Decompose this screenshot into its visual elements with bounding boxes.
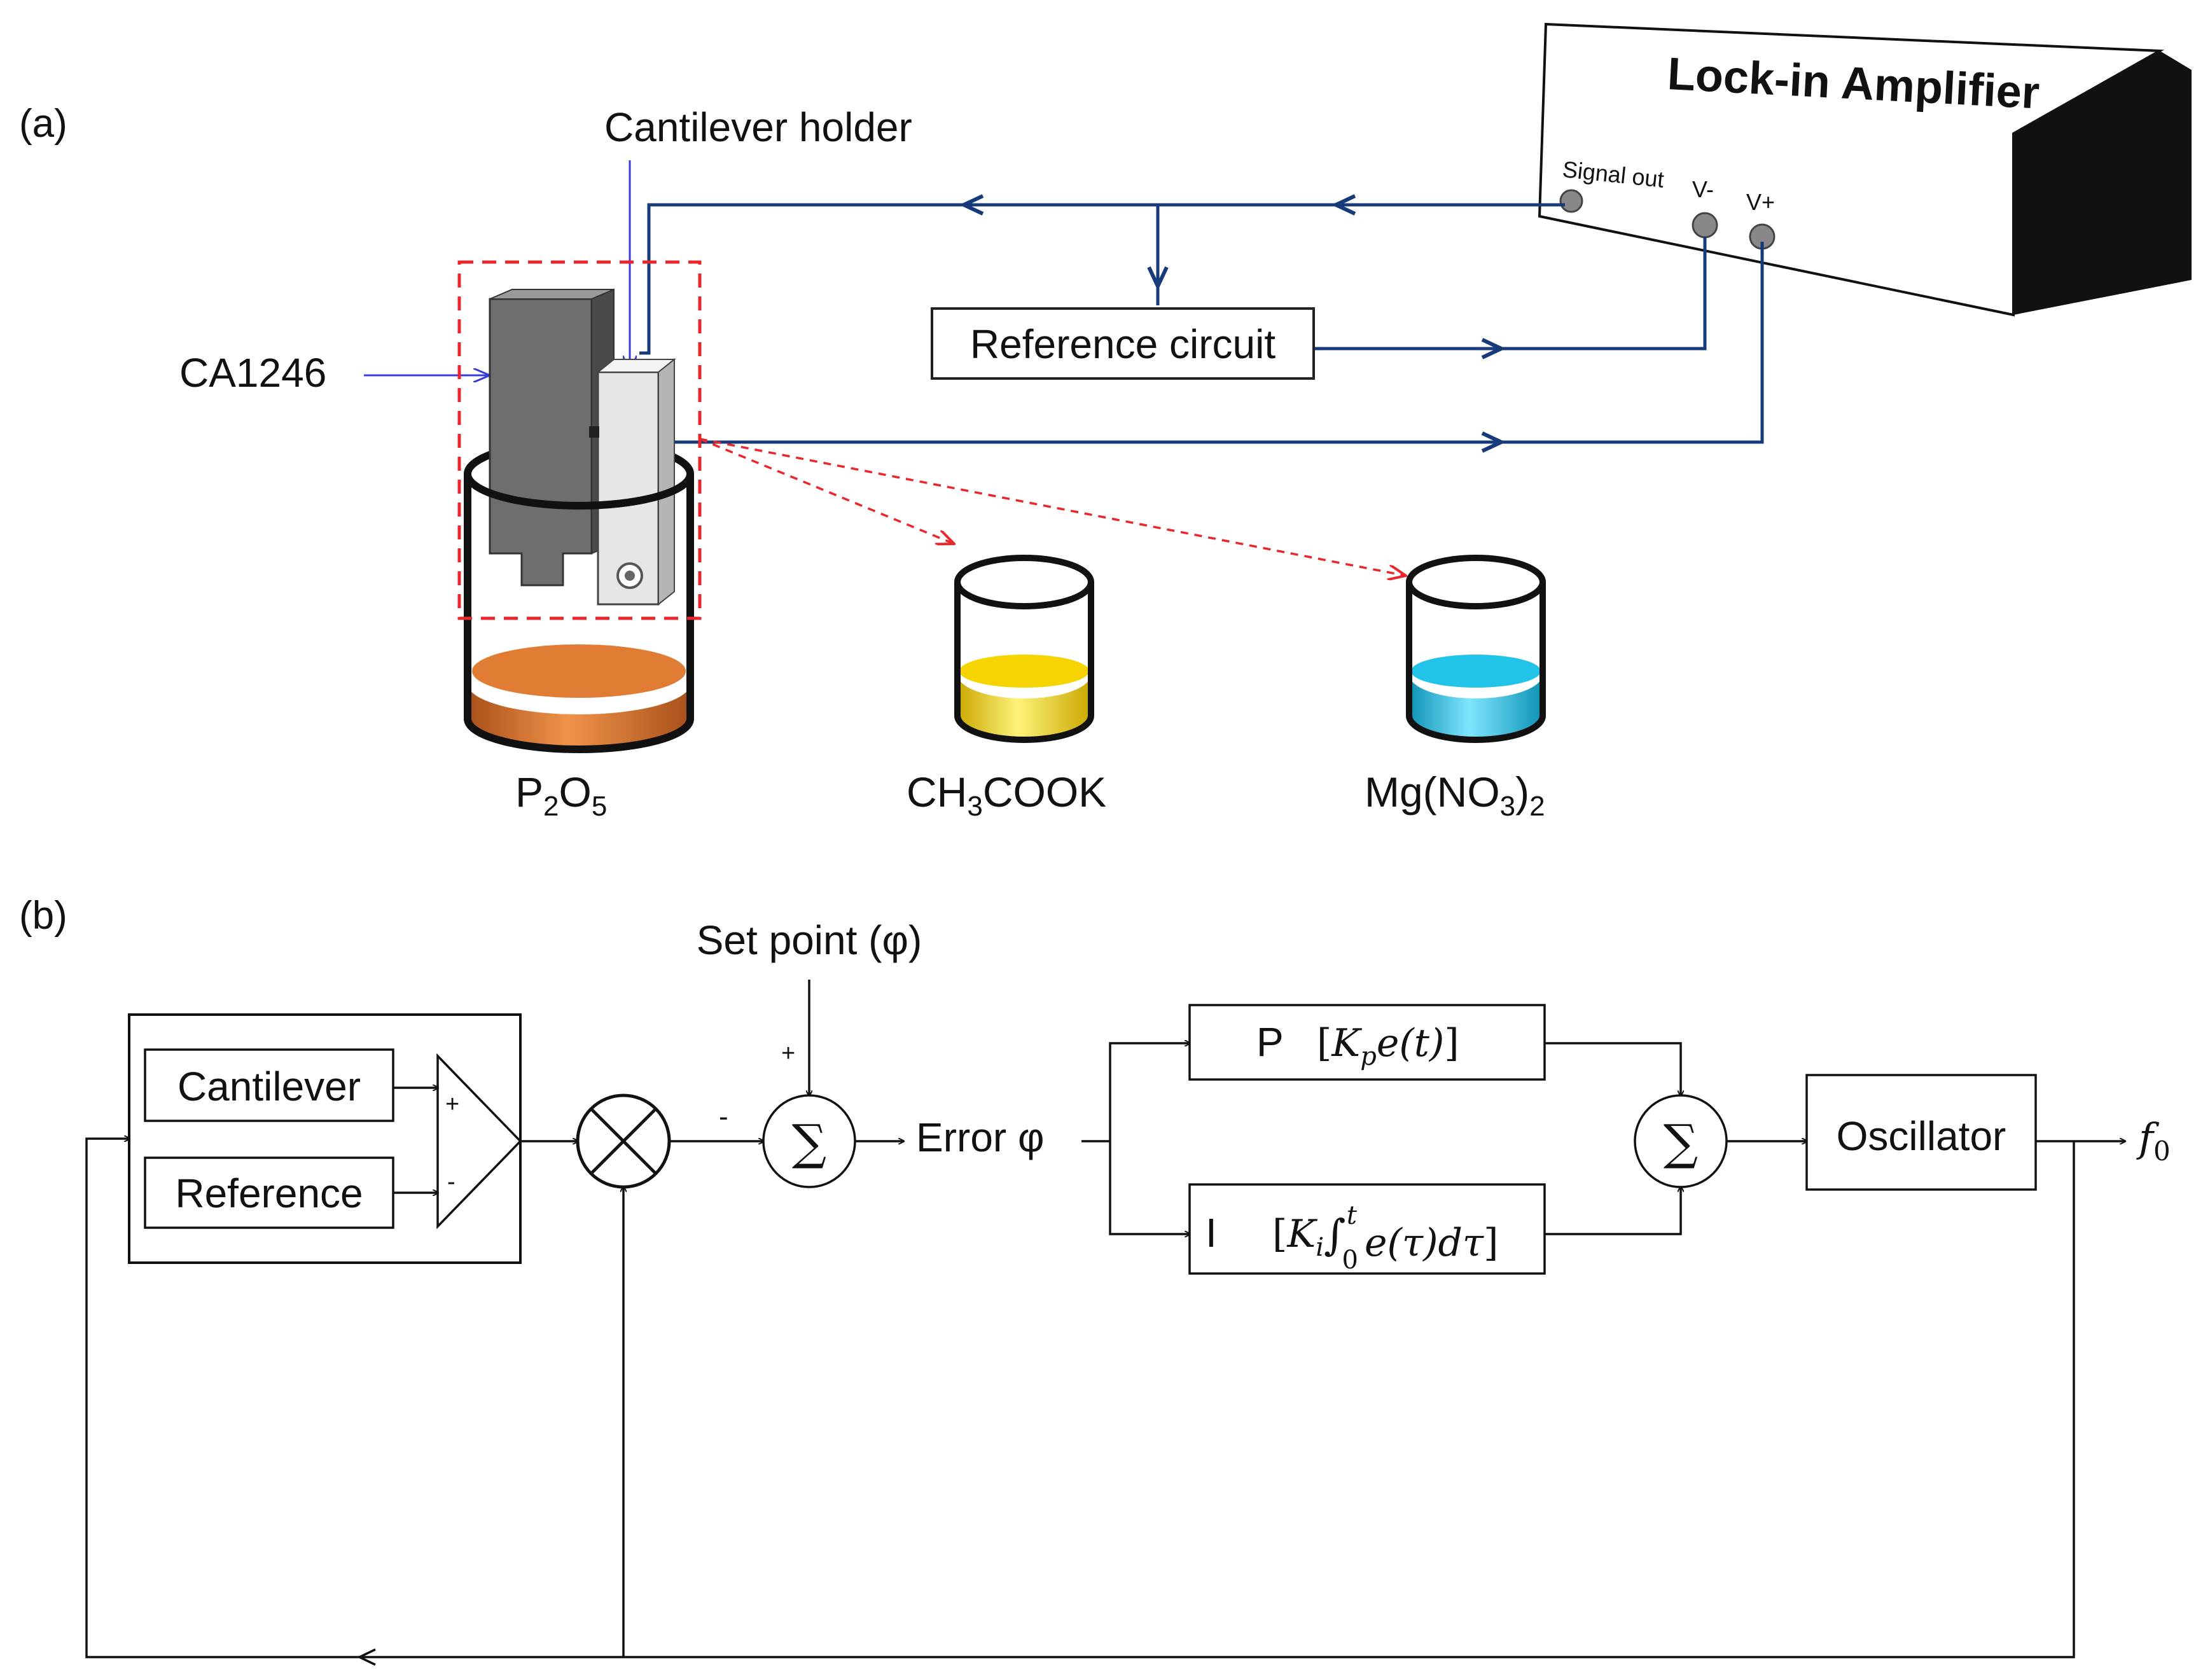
i-block-formula: [Ki∫0te(τ)dτ] (1272, 1201, 1499, 1275)
sensor-dashed-box (457, 260, 702, 620)
output-f0: f0 (2136, 1114, 2171, 1167)
label-mgno32: Mg(NO3)2 (1365, 768, 1545, 822)
beaker-mgno32 (1406, 555, 1546, 743)
p-block-formula: [Kpe(t)] (1317, 1021, 1459, 1071)
multiplier-node (576, 1093, 671, 1189)
p-block-label: P (1256, 1019, 1284, 1065)
v-minus-port (1692, 212, 1718, 239)
panel-a-tag: (a) (19, 102, 67, 146)
v-minus-label: V- (1692, 176, 1714, 202)
sum-junction-1 (762, 1094, 856, 1188)
dashed-arrow-ch3cook (699, 438, 954, 544)
feedback-arrowhead (356, 1648, 376, 1666)
diff-amp-minus: - (447, 1169, 455, 1195)
lock-in-amplifier: Lock-in Amplifier Signal out V- V+ (1538, 22, 2192, 317)
set-point-label: Set point (φ) (697, 917, 922, 963)
sum-junction-2-sigma: ∑ (1664, 1114, 1698, 1170)
label-ch3cook: CH3COOK (907, 768, 1106, 822)
cantilever-holder-label: Cantilever holder (604, 104, 912, 150)
oscillator-label: Oscillator (1837, 1113, 2006, 1159)
sum-junction-2 (1634, 1094, 1728, 1188)
beaker-p2o5 (457, 260, 702, 753)
reference-block (144, 1156, 394, 1229)
reference-label: Reference (175, 1170, 363, 1216)
p-block (1188, 1004, 1546, 1081)
cantilever-block (144, 1048, 394, 1122)
i-block (1188, 1183, 1546, 1275)
reference-circuit-box (931, 307, 1315, 380)
wire-arrows (959, 194, 1506, 453)
oscillator-block (1805, 1074, 2037, 1191)
signal-out-port (1559, 189, 1583, 213)
sum-junction-1-sigma: ∑ (792, 1114, 826, 1170)
error-label: Error φ (916, 1114, 1045, 1160)
diff-amp-plus: + (445, 1091, 459, 1118)
beaker-ch3cook (954, 555, 1094, 743)
diff-amp-triangle (436, 1053, 522, 1230)
dashed-arrow-mgno32 (699, 438, 1406, 576)
sum-junction-1-minus: - (719, 1101, 728, 1132)
ca1246-label: CA1246 (179, 350, 326, 396)
label-p2o5: P2O5 (515, 768, 607, 822)
v-plus-label: V+ (1746, 189, 1775, 215)
panel-b-tag: (b) (19, 894, 67, 938)
ca1246-sensor (489, 298, 593, 587)
i-block-label: I (1206, 1210, 1217, 1256)
block-diagram-lines (85, 980, 2125, 1658)
cantilever-label: Cantilever (177, 1064, 361, 1109)
reference-circuit-label: Reference circuit (970, 321, 1275, 367)
sum-junction-1-plus: + (781, 1040, 795, 1067)
